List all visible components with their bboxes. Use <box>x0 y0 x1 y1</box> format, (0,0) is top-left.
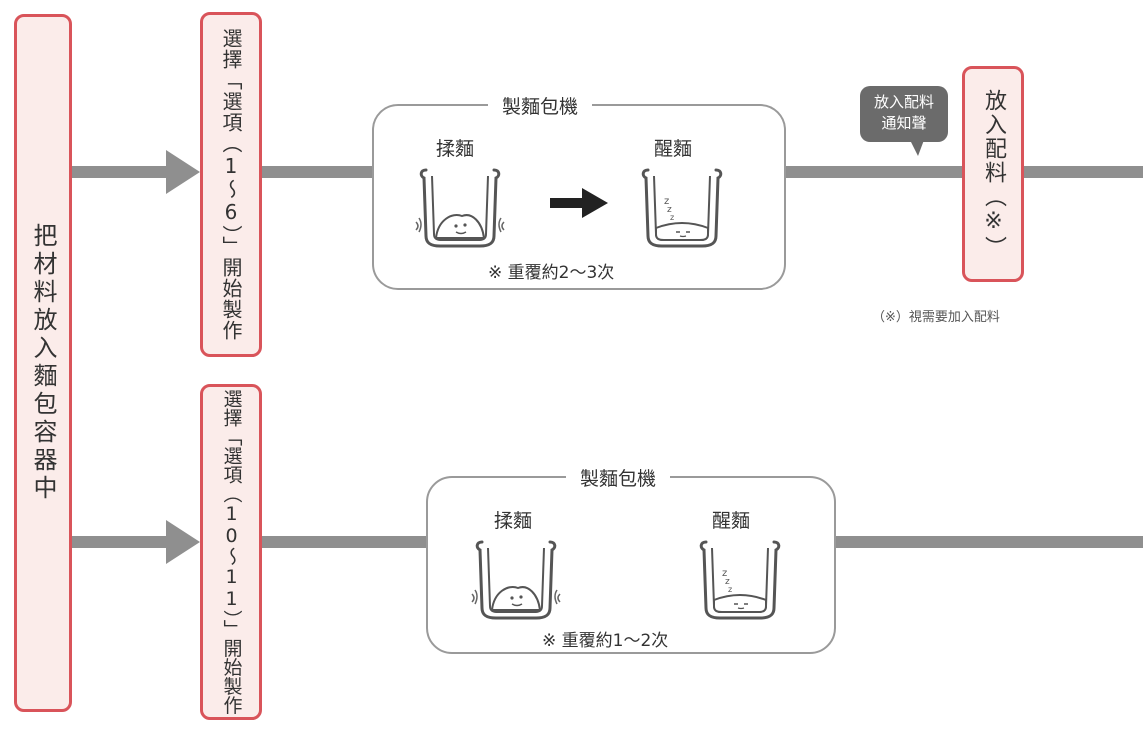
svg-text:z: z <box>670 213 674 222</box>
row2-knead-bucket-icon <box>471 540 561 620</box>
row2-repeat-note: ※ 重覆約1～2次 <box>542 631 669 651</box>
row1-rest-label: 醒麵 <box>654 138 693 160</box>
row1-repeat-note: ※ 重覆約2～3次 <box>488 263 615 283</box>
row1-bubble-tail-icon <box>910 140 924 156</box>
row2-line-a <box>70 536 170 548</box>
svg-text:z: z <box>667 205 672 215</box>
row1-bubble-line2: 通知聲 <box>881 114 927 132</box>
row2-rest-label: 醒麵 <box>712 510 751 532</box>
start-box: 把材料放入麵包容器中 <box>14 14 72 712</box>
start-text: 把材料放入麵包容器中 <box>29 223 57 503</box>
row1-select-box: 選擇「選項（1～6）」開始製作 <box>200 12 262 357</box>
row2-knead-label: 揉麵 <box>494 510 533 532</box>
row1-line-d <box>1024 166 1143 178</box>
row1-add-ingredients-text: 放入配料（※） <box>981 88 1006 260</box>
svg-text:z: z <box>725 577 730 587</box>
row1-bubble-line1: 放入配料 <box>873 93 934 111</box>
row1-arrow-icon <box>166 150 200 194</box>
row1-rest-bucket-icon: z z z <box>641 168 723 248</box>
svg-text:z: z <box>722 568 727 579</box>
row1-line-a <box>70 166 170 178</box>
row2-rest-bucket-icon: z z z <box>699 540 781 620</box>
svg-text:z: z <box>664 196 669 207</box>
row1-add-ingredients-box: 放入配料（※） <box>962 66 1024 282</box>
row2-arrow-icon <box>166 520 200 564</box>
row1-line-c <box>784 166 964 178</box>
row1-knead-bucket-icon <box>415 168 505 248</box>
row1-line-b <box>262 166 374 178</box>
row1-footnote: （※）視需要加入配料 <box>872 310 1000 325</box>
svg-text:z: z <box>728 585 732 594</box>
row1-process-arrow-icon <box>550 188 608 218</box>
row2-line-b <box>262 536 428 548</box>
row2-panel-title: 製麵包機 <box>566 464 671 491</box>
row1-knead-label: 揉麵 <box>436 138 475 160</box>
row2-select-text: 選擇「選項（10～11）」開始製作 <box>220 389 243 715</box>
row2-line-c <box>834 536 1143 548</box>
row1-panel-title: 製麵包機 <box>488 92 593 119</box>
row2-select-box: 選擇「選項（10～11）」開始製作 <box>200 384 262 720</box>
row1-notify-bubble: 放入配料 通知聲 <box>860 86 948 142</box>
row1-select-text: 選擇「選項（1～6）」開始製作 <box>219 28 243 341</box>
